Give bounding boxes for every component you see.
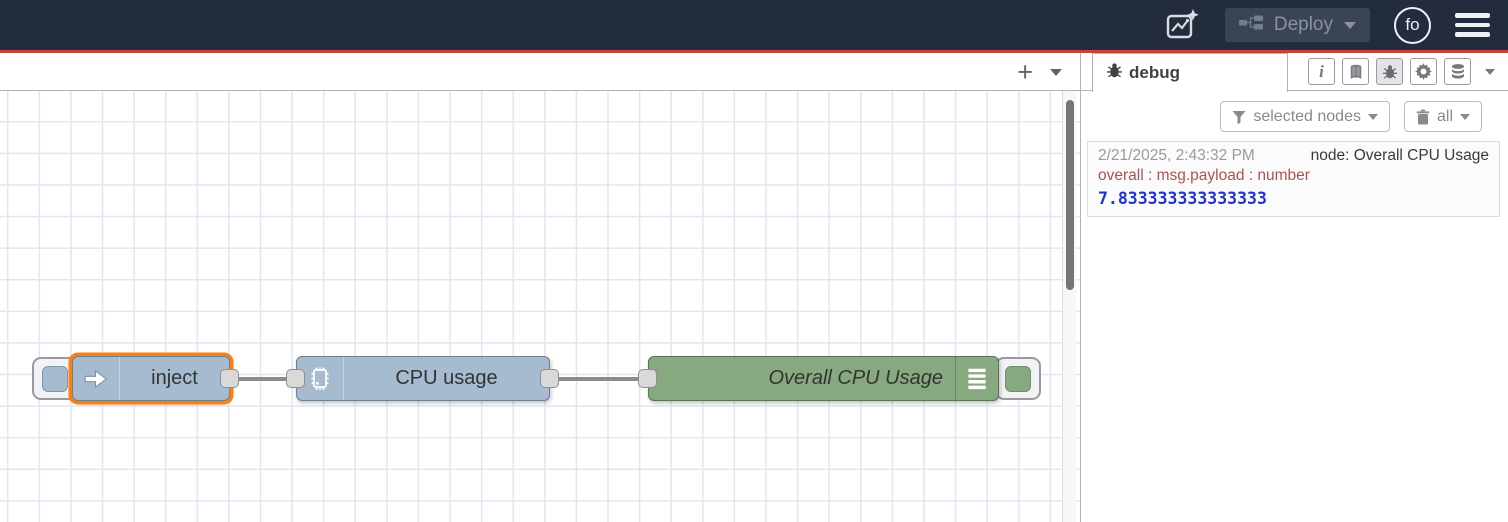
debug-list-icon bbox=[955, 357, 998, 400]
node-cpu-usage[interactable]: CPU usage bbox=[296, 356, 550, 401]
node-label: CPU usage bbox=[395, 367, 498, 389]
main-menu-icon[interactable] bbox=[1455, 9, 1490, 41]
deploy-caret-icon[interactable] bbox=[1344, 21, 1356, 29]
filter-caret-icon bbox=[1367, 113, 1378, 120]
bug-icon bbox=[1382, 64, 1397, 79]
debug-clear-label: all bbox=[1436, 107, 1453, 125]
config-tab-button[interactable] bbox=[1410, 58, 1437, 85]
inject-arrow-icon bbox=[73, 357, 120, 400]
clear-caret-icon bbox=[1460, 113, 1470, 120]
trash-icon bbox=[1416, 109, 1430, 124]
port-debug-input[interactable] bbox=[638, 369, 657, 388]
port-inject-output[interactable] bbox=[220, 369, 239, 388]
debug-filter-button[interactable]: selected nodes bbox=[1220, 101, 1390, 132]
header-actions: Deploy fo bbox=[1163, 6, 1508, 44]
message-property[interactable]: overall : msg.payload : number bbox=[1098, 167, 1310, 184]
wire-cpu-to-debug[interactable] bbox=[550, 377, 648, 381]
node-label: inject bbox=[151, 367, 198, 389]
message-value[interactable]: 7.833333333333333 bbox=[1098, 189, 1267, 208]
help-tab-button[interactable] bbox=[1342, 58, 1369, 85]
workspace-column: + inje bbox=[0, 53, 1081, 522]
ai-assistant-icon[interactable] bbox=[1163, 6, 1201, 44]
flow-list-dropdown-icon[interactable] bbox=[1050, 68, 1062, 76]
tab-debug[interactable]: debug bbox=[1092, 53, 1288, 92]
database-icon bbox=[1451, 64, 1464, 79]
main-area: + inje bbox=[0, 53, 1508, 522]
book-icon bbox=[1350, 64, 1361, 79]
deploy-nodes-icon bbox=[1238, 14, 1263, 36]
canvas-scrollbar-thumb[interactable] bbox=[1066, 100, 1074, 290]
wire-inject-to-cpu[interactable] bbox=[230, 377, 296, 381]
info-tab-button[interactable]: i bbox=[1308, 58, 1335, 85]
header-accent-line bbox=[0, 50, 1508, 53]
debug-filter-label: selected nodes bbox=[1253, 107, 1361, 125]
funnel-icon bbox=[1232, 110, 1246, 124]
flow-canvas[interactable]: inject CPU usage bbox=[0, 91, 1080, 522]
debug-message[interactable]: 2/21/2025, 2:43:32 PM node: Overall CPU … bbox=[1087, 141, 1500, 217]
port-cpu-input[interactable] bbox=[286, 369, 305, 388]
add-flow-button[interactable]: + bbox=[1017, 56, 1033, 87]
message-timestamp: 2/21/2025, 2:43:32 PM bbox=[1098, 147, 1255, 164]
port-cpu-output[interactable] bbox=[540, 369, 559, 388]
node-label: Overall CPU Usage bbox=[768, 367, 943, 389]
node-inject[interactable]: inject bbox=[72, 356, 230, 401]
canvas-vertical-scrollbar[interactable] bbox=[1062, 91, 1076, 522]
deploy-label: Deploy bbox=[1273, 14, 1333, 35]
bug-icon bbox=[1106, 62, 1123, 84]
user-avatar[interactable]: fo bbox=[1394, 6, 1431, 44]
sidebar-panel: debug i bbox=[1081, 53, 1508, 522]
cpu-chip-icon bbox=[297, 357, 344, 400]
header-bar: Deploy fo bbox=[0, 0, 1508, 50]
flow-tab-bar: + bbox=[0, 53, 1080, 91]
debug-tab-button[interactable] bbox=[1376, 58, 1403, 85]
debug-clear-button[interactable]: all bbox=[1403, 101, 1482, 132]
flow-tab-actions: + bbox=[1017, 53, 1062, 91]
sidebar-options-caret-icon[interactable] bbox=[1485, 68, 1495, 75]
debug-message-list: 2/21/2025, 2:43:32 PM node: Overall CPU … bbox=[1081, 141, 1508, 522]
sidebar-tab-bar: debug i bbox=[1081, 53, 1508, 92]
sidebar-tab-buttons: i bbox=[1308, 58, 1495, 85]
node-overall-cpu-usage[interactable]: Overall CPU Usage bbox=[648, 356, 999, 401]
deploy-button[interactable]: Deploy bbox=[1224, 8, 1370, 42]
debug-toggle-button[interactable] bbox=[995, 357, 1041, 400]
debug-toolbar: selected nodes all bbox=[1081, 91, 1508, 141]
message-node-name: node: Overall CPU Usage bbox=[1310, 147, 1489, 164]
gear-icon bbox=[1415, 63, 1432, 80]
context-data-tab-button[interactable] bbox=[1444, 58, 1471, 85]
avatar-initials: fo bbox=[1405, 15, 1420, 34]
tab-debug-label: debug bbox=[1129, 63, 1180, 82]
